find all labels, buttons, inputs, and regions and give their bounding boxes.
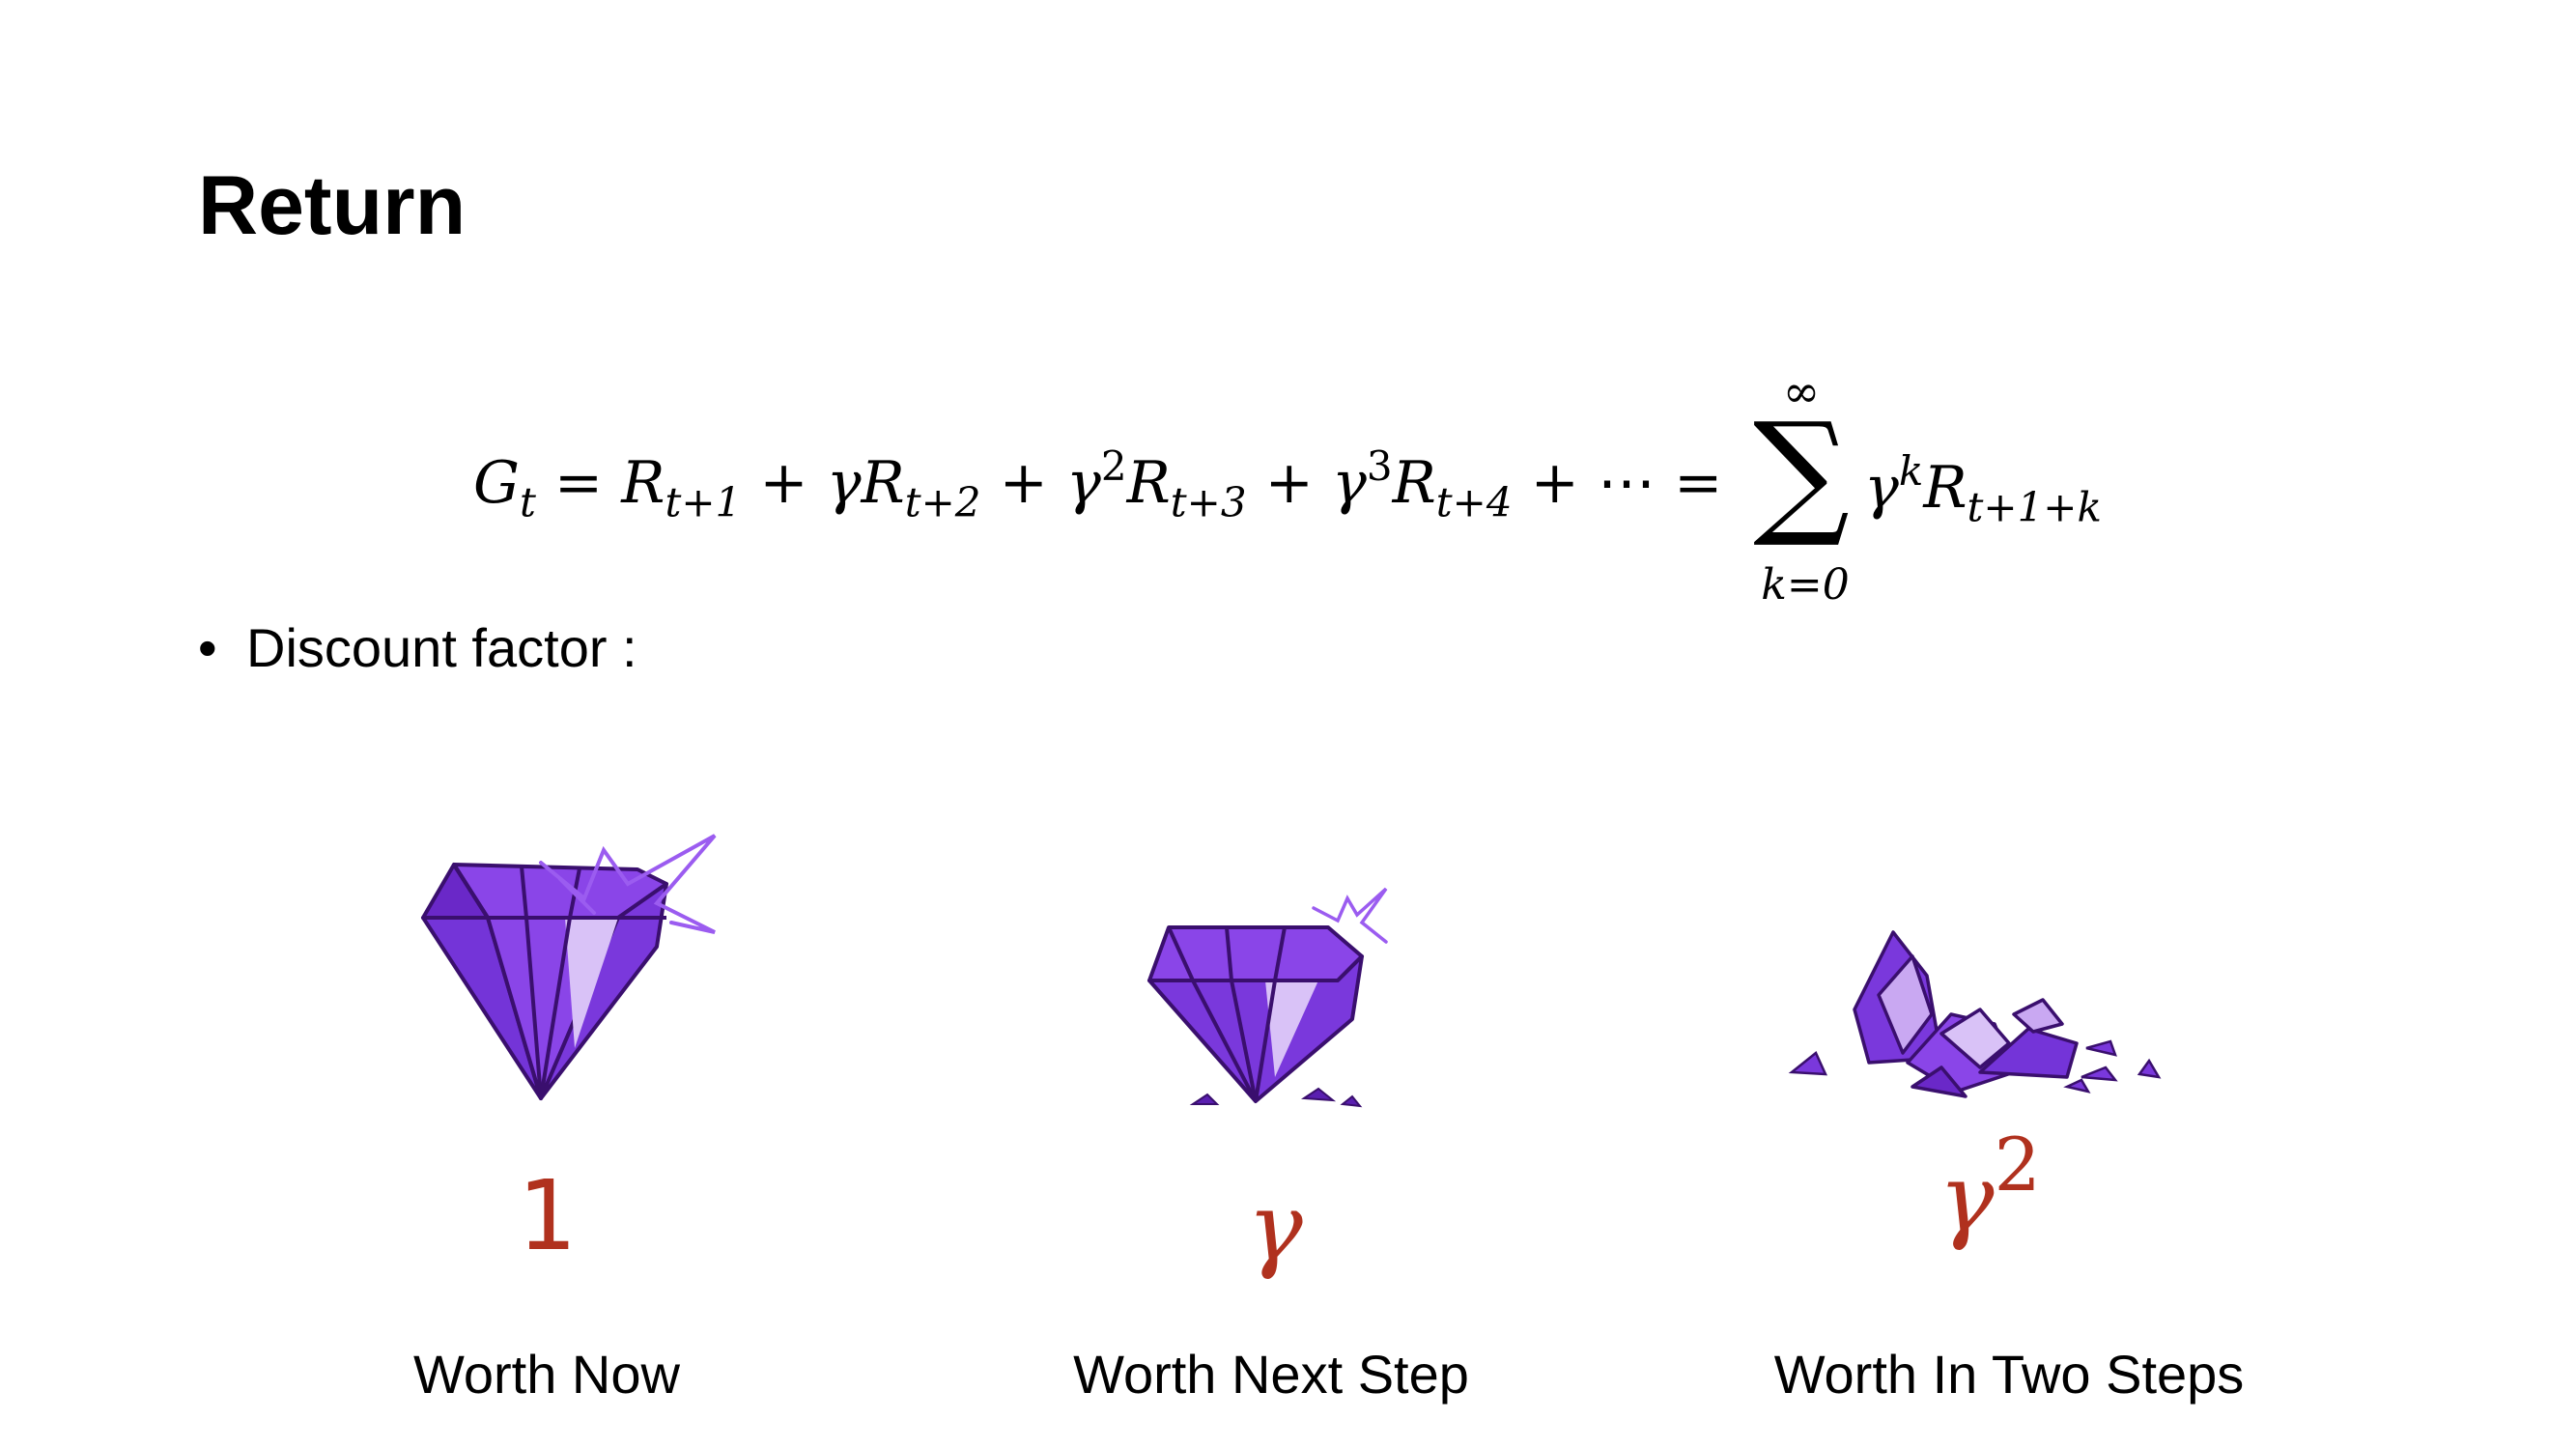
sigma-symbol: ∑ [1753,394,1850,552]
caption-worth-two-steps: Worth In Two Steps [1773,1344,2245,1405]
slide-title: Return [198,159,467,252]
gem-worn-icon [1147,887,1388,1108]
formula-lhs-sub: t [519,478,536,526]
gem-intact-icon [421,834,717,1100]
value-now: 1 [516,1159,576,1272]
bullet-discount-factor: • Discount factor : [198,616,637,679]
value-two-steps: γ2 [1939,1122,2041,1253]
formula-lhs: G [473,449,520,517]
value-next-step: γ [1247,1174,1303,1282]
formula-term-4: γ3Rt+4 [1331,441,1513,526]
bullet-dot: • [198,617,217,678]
caption-worth-now: Worth Now [413,1344,680,1405]
sum-upper-limit: ∞ [1782,365,1821,417]
bullet-text: Discount factor : [246,617,637,678]
formula-term-1: Rt+1 [621,449,742,526]
return-formula: Gt = Rt+1 + γRt+2 + γ2Rt+3 + γ3Rt+4 + ⋯ … [473,365,2135,610]
sum-lower-limit: k=0 [1761,560,1850,610]
formula-term-3: γ2Rt+3 [1065,441,1247,526]
gem-shattered-icon [1788,930,2162,1098]
summation: ∞ ∑ k=0 [1748,365,1854,610]
summand: γkRt+1+k [1864,446,2102,531]
formula-term-2: γRt+2 [826,449,981,526]
formula-left: Gt = Rt+1 + γRt+2 + γ2Rt+3 + γ3Rt+4 + ⋯ … [473,441,1723,526]
formula-ellipsis: ⋯ [1598,449,1656,517]
caption-worth-next-step: Worth Next Step [1073,1344,1469,1405]
